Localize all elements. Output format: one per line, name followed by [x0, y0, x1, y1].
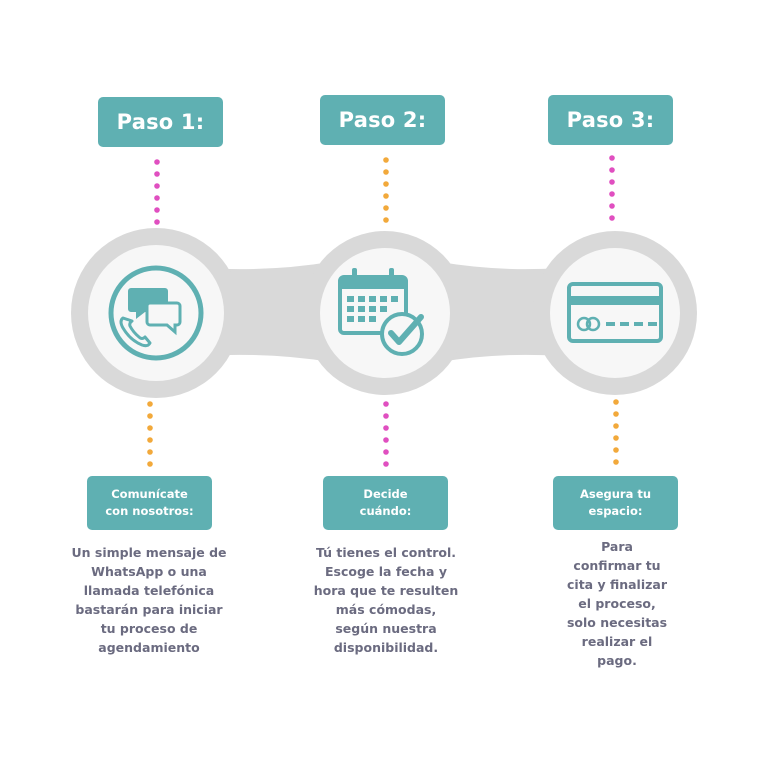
step-2-title: Paso 2: [320, 95, 445, 145]
credit-card-icon [567, 282, 663, 343]
calendar-check-icon [338, 268, 424, 356]
step-3-title: Paso 3: [548, 95, 673, 145]
step-1-description: Un simple mensaje de WhatsApp o una llam… [71, 545, 227, 655]
whatsapp-chat-phone-icon [108, 265, 204, 361]
dotted-line-step3-bottom [613, 399, 619, 465]
dotted-line-step2-top [383, 157, 389, 223]
step-3-description: Para confirmar tu cita y finalizar el pr… [566, 539, 668, 668]
step-1-subtitle: Comunícate con nosotros: [87, 476, 212, 530]
step-1-title: Paso 1: [98, 97, 223, 147]
dotted-line-step1-top [154, 159, 160, 225]
dotted-line-step2-bottom [383, 401, 389, 467]
dotted-line-step1-bottom [147, 401, 153, 467]
dotted-line-step3-top [609, 155, 615, 221]
step-3-subtitle: Asegura tu espacio: [553, 476, 678, 530]
step-2-description: Tú tienes el control. Escoge la fecha y … [313, 545, 459, 655]
step-2-subtitle: Decide cuándo: [323, 476, 448, 530]
